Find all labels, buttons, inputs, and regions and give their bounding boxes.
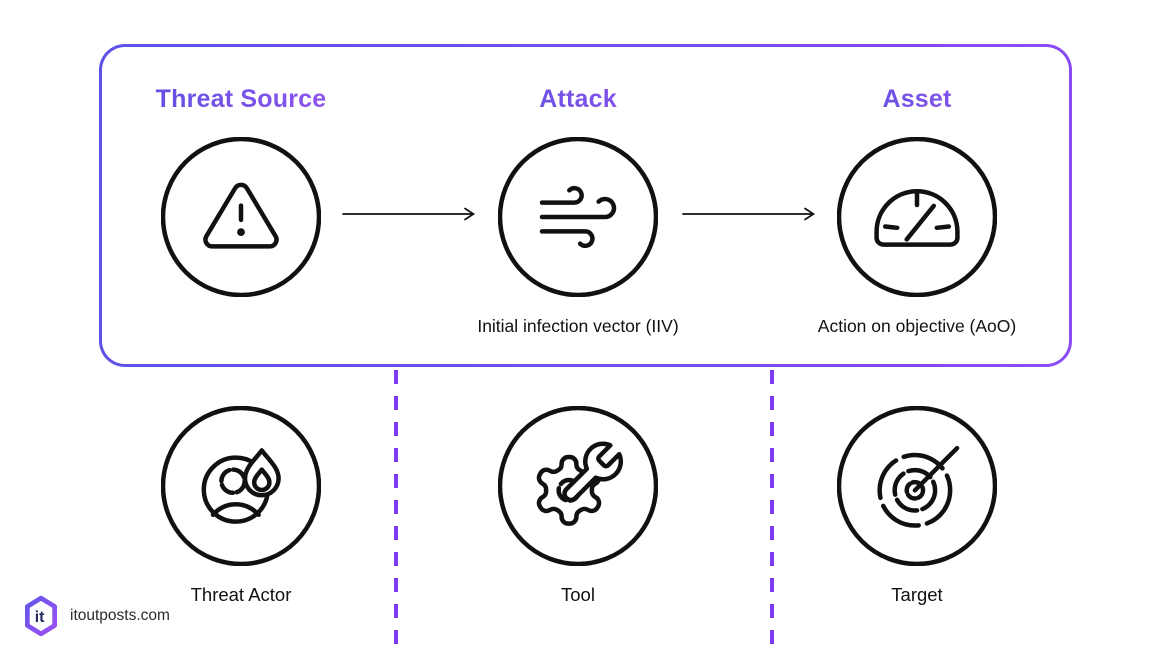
website-text: itoutposts.com (70, 607, 170, 624)
panel-background (102, 47, 1069, 364)
tool-label: Tool (561, 584, 595, 605)
attack-caption: Initial infection vector (IIV) (477, 316, 679, 336)
dashed-divider-left (394, 370, 398, 650)
bullseye-arrow-icon (837, 406, 997, 566)
gear-wrench-icon (498, 406, 658, 566)
asset-heading: Asset (777, 85, 1057, 114)
arrow-right-icon (682, 207, 816, 221)
alert-triangle-icon (161, 137, 321, 297)
dashed-divider-right (770, 370, 774, 650)
attack-heading: Attack (438, 85, 718, 114)
arrow-right-icon (342, 207, 476, 221)
footer-brand: it itoutposts.com (22, 595, 170, 637)
gauge-icon (837, 137, 997, 297)
logo-monogram-text: it (35, 609, 45, 626)
hexagon-monogram-icon: it (24, 595, 58, 637)
asset-caption: Action on objective (AoO) (817, 316, 1017, 336)
wind-icon (498, 137, 658, 297)
target-label: Target (891, 584, 943, 605)
person-flame-icon (161, 406, 321, 566)
threat-source-heading: Threat Source (101, 85, 381, 114)
threat-actor-label: Threat Actor (190, 584, 292, 605)
attack-chain-panel (99, 44, 1072, 367)
